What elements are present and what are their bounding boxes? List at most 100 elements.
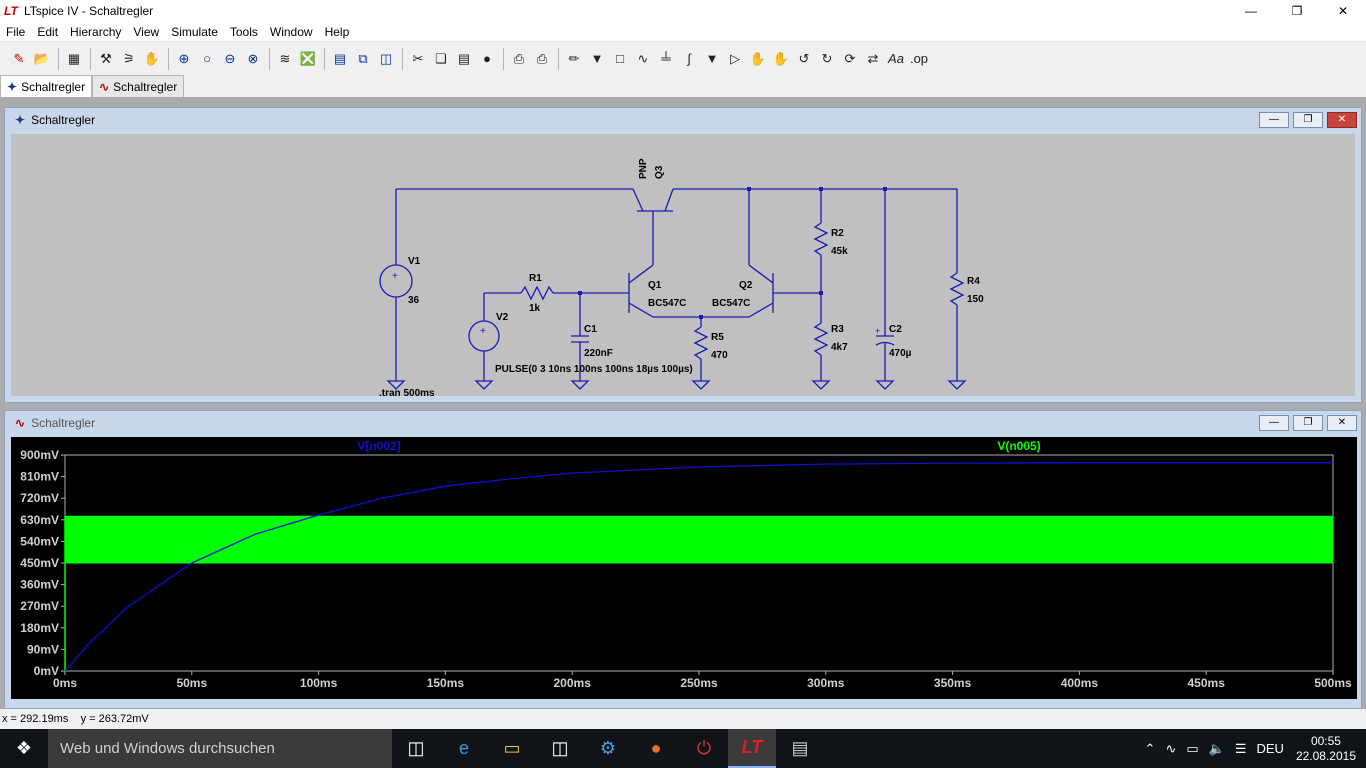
battery-icon[interactable]: ▭ — [1186, 740, 1199, 756]
x-tick-label: 250ms — [680, 676, 718, 690]
minimize-button[interactable]: — — [1245, 4, 1257, 18]
start-button[interactable]: ❖ — [15, 738, 33, 758]
x-tick-label: 150ms — [427, 676, 465, 690]
schematic-window-titlebar: ✦ Schaltregler — [5, 108, 1361, 132]
menu-window[interactable]: Window — [269, 24, 313, 39]
menu-hierarchy[interactable]: Hierarchy — [70, 24, 122, 39]
power-app-icon[interactable]: ⏻ — [696, 738, 712, 758]
x-tick-label: 50ms — [176, 676, 207, 690]
zoom-out-icon[interactable]: ⊖ — [224, 51, 236, 66]
volume-icon[interactable]: 🔈 — [1208, 740, 1225, 756]
rotate-icon[interactable]: ⟳ — [844, 51, 856, 66]
maximize-button[interactable]: ❐ — [1291, 4, 1303, 18]
halt-icon[interactable]: ✋ — [143, 51, 161, 66]
redo-icon[interactable]: ↻ — [821, 51, 833, 66]
diode-icon[interactable]: ▼ — [705, 51, 719, 66]
c2-value-label: 470µ — [889, 348, 912, 359]
menu-view[interactable]: View — [133, 24, 160, 39]
zoom-in-icon[interactable]: ⊕ — [178, 51, 190, 66]
print-icon[interactable]: ⎙ — [536, 51, 548, 66]
x-tick-label: 400ms — [1061, 676, 1099, 690]
find-icon[interactable]: ● — [483, 51, 491, 66]
ground-symbol — [474, 380, 494, 390]
tile-horizontal-icon[interactable]: ▤ — [333, 51, 347, 66]
q1-name-label: Q1 — [648, 280, 662, 291]
pan-icon[interactable]: ○ — [203, 51, 211, 66]
ground-icon[interactable]: ▼ — [590, 51, 604, 66]
schematic-restore-button[interactable]: ❐ — [1293, 112, 1323, 128]
schematic-minimize-button[interactable]: — — [1259, 112, 1289, 128]
open-icon[interactable]: 📂 — [33, 51, 51, 66]
schematic-icon: ✦ — [15, 113, 26, 127]
cut-icon[interactable]: ✂ — [412, 51, 424, 66]
new-schematic-icon[interactable]: ✎ — [13, 51, 25, 66]
save-icon[interactable]: ▦ — [67, 51, 81, 66]
control-panel-icon[interactable]: ⚒ — [100, 51, 112, 66]
menu-tools[interactable]: Tools — [229, 24, 258, 39]
ltspice-taskbar-icon[interactable]: LT — [728, 729, 776, 768]
paste-icon[interactable]: ▤ — [457, 51, 471, 66]
documents-icon[interactable]: ▤ — [791, 738, 809, 758]
x-tick-label: 450ms — [1188, 676, 1226, 690]
r4-name-label: R4 — [967, 276, 980, 287]
language-indicator[interactable]: DEU — [1256, 741, 1284, 756]
undo-icon[interactable]: ↺ — [798, 51, 810, 66]
schematic-canvas[interactable]: + + + PNP Q3 V1 36 R1 1k V2 C1 220nF Q1 … — [11, 134, 1355, 396]
firefox-icon[interactable]: ● — [650, 738, 662, 758]
menu-simulate[interactable]: Simulate — [171, 24, 218, 39]
waveform-plot[interactable]: 0mV90mV180mV270mV360mV450mV540mV630mV720… — [11, 437, 1357, 699]
run-icon[interactable]: ⚞ — [123, 51, 135, 66]
x-tick-label: 300ms — [807, 676, 845, 690]
label-net-icon[interactable]: □ — [616, 51, 624, 66]
text-icon[interactable]: Aa — [888, 51, 904, 66]
taskbar-search-box[interactable]: Web und Windows durchsuchen — [48, 729, 392, 768]
cascade-icon[interactable]: ⧉ — [358, 51, 368, 66]
copy-icon[interactable]: ❏ — [435, 51, 447, 66]
menu-help[interactable]: Help — [324, 24, 350, 39]
edge-icon[interactable]: e — [458, 738, 469, 758]
store-icon[interactable]: ◫ — [551, 738, 569, 758]
chevron-up-icon[interactable]: ⌃ — [1144, 740, 1156, 756]
component-icon[interactable]: ▷ — [730, 51, 740, 66]
notification-icon[interactable]: ☰ — [1234, 740, 1247, 756]
tab-waveform[interactable]: ∿ Schaltregler — [92, 75, 185, 97]
mirror-icon[interactable]: ⇄ — [867, 51, 879, 66]
zoom-full-icon[interactable]: ⊗ — [247, 51, 259, 66]
schematic-close-button[interactable]: ✕ — [1327, 112, 1357, 128]
close-button[interactable]: ✕ — [1337, 4, 1349, 18]
waveform-restore-button[interactable]: ❐ — [1293, 415, 1323, 431]
task-view-icon[interactable]: ◫ — [407, 738, 425, 758]
trace-v-n002-line — [64, 462, 1333, 672]
toolbar-separator — [402, 48, 403, 70]
menu-edit[interactable]: Edit — [37, 24, 59, 39]
capacitor-icon[interactable]: ╧ — [661, 51, 671, 66]
r2-resistor-symbol — [813, 222, 829, 256]
draw-wire-icon[interactable]: ✏ — [568, 51, 580, 66]
trace-v-n005-band — [64, 515, 1334, 564]
junction-dot — [578, 291, 582, 295]
delete-all-traces-icon[interactable]: ❎ — [299, 51, 317, 66]
v1-plus-sign: + — [392, 271, 398, 282]
clock[interactable]: 00:55 22.08.2015 — [1296, 734, 1356, 764]
resistor-icon[interactable]: ∿ — [637, 51, 649, 66]
inductor-icon[interactable]: ∫ — [687, 51, 691, 66]
waveform-minimize-button[interactable]: — — [1259, 415, 1289, 431]
move-icon[interactable]: ✋ — [749, 51, 767, 66]
control-panel-taskbar-icon[interactable]: ⚙ — [599, 738, 617, 758]
spice-directive-icon[interactable]: .op — [909, 51, 929, 66]
q2-name-label: Q2 — [739, 280, 753, 291]
r5-value-label: 470 — [711, 350, 728, 361]
network-icon[interactable]: ∿ — [1165, 740, 1177, 756]
y-tick-label: 90mV — [27, 642, 59, 656]
waveform-close-button[interactable]: ✕ — [1327, 415, 1357, 431]
menu-file[interactable]: File — [6, 24, 26, 39]
system-tray: ⌃ ∿ ▭ 🔈 ☰ DEU 00:55 22.08.2015 — [1135, 729, 1356, 768]
tile-vertical-icon[interactable]: ◫ — [379, 51, 393, 66]
print-setup-icon[interactable]: ⎙ — [513, 51, 525, 66]
autorange-icon[interactable]: ≋ — [279, 51, 291, 66]
tab-schematic[interactable]: ✦ Schaltregler — [0, 75, 93, 97]
drag-icon[interactable]: ✋ — [772, 51, 790, 66]
file-explorer-icon[interactable]: ▭ — [503, 738, 521, 758]
x-tick-label: 200ms — [554, 676, 592, 690]
ground-symbol — [386, 380, 406, 390]
